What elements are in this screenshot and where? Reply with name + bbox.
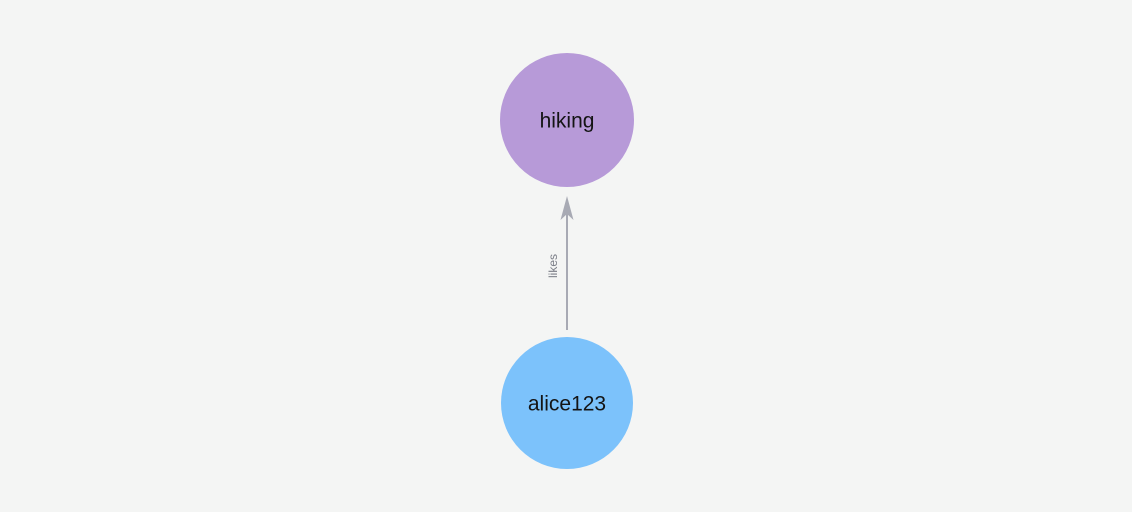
graph-edge-likes[interactable]: likes — [546, 196, 574, 330]
node-circle-alice123[interactable] — [501, 337, 633, 469]
node-circle-hiking[interactable] — [500, 53, 634, 187]
node-label-hiking: hiking — [540, 110, 595, 133]
graph-node-alice123[interactable]: alice123 — [501, 337, 633, 469]
graph-node-hiking[interactable]: hiking — [500, 53, 634, 187]
node-label-alice123: alice123 — [528, 393, 606, 416]
edge-label-likes: likes — [546, 254, 560, 278]
edge-arrowhead-icon — [560, 196, 574, 220]
